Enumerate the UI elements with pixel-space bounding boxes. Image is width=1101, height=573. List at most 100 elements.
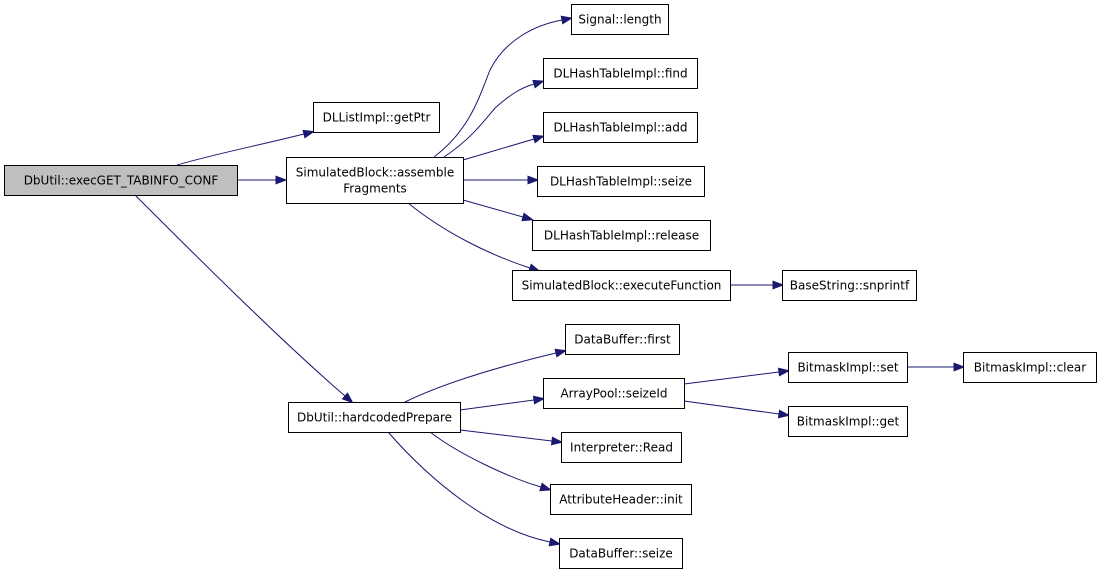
node-label: DataBuffer::seize (569, 547, 673, 561)
arrowhead (527, 175, 540, 185)
arrowhead (560, 15, 574, 25)
arrowhead (777, 367, 791, 377)
node-box[interactable] (4, 165, 238, 196)
arrowhead (554, 348, 568, 358)
node-seize[interactable]: DLHashTableImpl::seize (537, 166, 705, 197)
arrowhead (550, 436, 564, 446)
edge-hardcoded-to-dbseize (387, 431, 562, 547)
node-box[interactable] (543, 58, 698, 89)
arrowhead (532, 79, 545, 89)
node-execfn[interactable]: SimulatedBlock::executeFunction (512, 270, 731, 301)
node-snprintf[interactable]: BaseString::snprintf (782, 270, 917, 301)
edge-line (459, 399, 535, 411)
edge-assemble-to-add (462, 134, 545, 161)
node-release[interactable]: DLHashTableImpl::release (532, 220, 711, 251)
arrowhead (539, 482, 552, 492)
node-label: DLHashTableImpl::seize (550, 175, 692, 189)
node-box[interactable] (571, 4, 669, 35)
node-label: BaseString::snprintf (790, 279, 910, 293)
node-read[interactable]: Interpreter::Read (561, 432, 682, 463)
edge-line (443, 83, 535, 158)
edge-line (407, 202, 531, 269)
node-label: Signal::length (578, 13, 661, 27)
node-box[interactable] (313, 102, 440, 133)
edge-hardcoded-to-attrinit (429, 431, 552, 492)
node-root[interactable]: DbUtil::execGET_TABINFO_CONF (4, 165, 238, 196)
edge-line (433, 19, 563, 158)
node-box[interactable] (286, 157, 464, 204)
edge-line (683, 371, 780, 385)
node-dbfirst[interactable]: DataBuffer::first (565, 324, 680, 355)
node-box[interactable] (543, 378, 685, 409)
arrowhead (772, 280, 785, 290)
edge-root-to-hardcoded (134, 194, 354, 404)
node-box[interactable] (565, 324, 680, 355)
node-box[interactable] (963, 352, 1097, 383)
node-dbseize[interactable]: DataBuffer::seize (559, 538, 683, 569)
node-add[interactable]: DLHashTableImpl::add (543, 112, 698, 143)
nodes-layer: DbUtil::execGET_TABINFO_CONF DLListImpl::… (4, 4, 1097, 569)
node-box[interactable] (550, 484, 692, 515)
edge-line (134, 194, 346, 397)
node-hardcoded[interactable]: DbUtil::hardcodedPrepare (288, 402, 461, 433)
arrowhead (302, 129, 316, 139)
node-box[interactable] (788, 406, 908, 437)
edge-line (404, 352, 557, 403)
node-length[interactable]: Signal::length (571, 4, 669, 35)
node-label: Fragments (343, 182, 407, 196)
node-bclear[interactable]: BitmaskImpl::clear (963, 352, 1097, 383)
edge-line (683, 400, 780, 415)
node-label: DLHashTableImpl::release (544, 229, 699, 243)
node-box[interactable] (288, 402, 461, 433)
edge-root-to-getPtr (176, 129, 316, 166)
node-label: DataBuffer::first (574, 333, 671, 347)
edge-assemble-to-execfn (407, 202, 541, 273)
edge-hardcoded-to-read (459, 429, 564, 446)
node-seizeId[interactable]: ArrayPool::seizeId (543, 378, 685, 409)
node-find[interactable]: DLHashTableImpl::find (543, 58, 698, 89)
node-box[interactable] (532, 220, 711, 251)
edge-bset-to-bclear (907, 362, 966, 372)
node-label: DLHashTableImpl::add (553, 121, 687, 135)
node-attrinit[interactable]: AttributeHeader::init (550, 484, 692, 515)
arrowhead (521, 212, 534, 222)
node-box[interactable] (788, 352, 908, 383)
node-box[interactable] (543, 112, 698, 143)
node-box[interactable] (782, 270, 917, 301)
node-label: SimulatedBlock::executeFunction (522, 279, 722, 293)
node-label: BitmaskImpl::get (797, 415, 900, 429)
node-label: AttributeHeader::init (559, 493, 683, 507)
node-box[interactable] (512, 270, 731, 301)
edge-assemble-to-find (443, 79, 545, 158)
node-box[interactable] (561, 432, 682, 463)
node-bset[interactable]: BitmaskImpl::set (788, 352, 908, 383)
arrowhead (777, 409, 791, 419)
node-bget[interactable]: BitmaskImpl::get (788, 406, 908, 437)
node-label: DbUtil::execGET_TABINFO_CONF (24, 174, 219, 188)
node-label: ArrayPool::seizeId (560, 387, 667, 401)
edge-seizeId-to-bget (683, 400, 791, 419)
node-label: DLHashTableImpl::find (553, 67, 687, 81)
node-getPtr[interactable]: DLListImpl::getPtr (313, 102, 440, 133)
edge-line (176, 133, 305, 166)
edge-seizeId-to-bset (683, 367, 791, 385)
node-label: BitmaskImpl::clear (974, 361, 1086, 375)
edge-line (429, 431, 542, 488)
arrowhead (275, 175, 288, 185)
edge-assemble-to-seize (463, 175, 540, 185)
node-box[interactable] (537, 166, 705, 197)
arrowhead (341, 392, 354, 404)
node-label: DbUtil::hardcodedPrepare (297, 411, 452, 425)
edge-hardcoded-to-seizeId (459, 395, 546, 411)
edge-line (462, 199, 524, 218)
node-label: SimulatedBlock::assemble (296, 166, 454, 180)
node-label: BitmaskImpl::set (797, 361, 898, 375)
node-box[interactable] (559, 538, 683, 569)
edge-root-to-assemble (237, 175, 288, 185)
edges-layer (134, 15, 966, 547)
edge-line (462, 138, 535, 161)
arrowhead (953, 362, 966, 372)
node-label: DLListImpl::getPtr (323, 111, 431, 125)
node-label: Interpreter::Read (570, 441, 673, 455)
